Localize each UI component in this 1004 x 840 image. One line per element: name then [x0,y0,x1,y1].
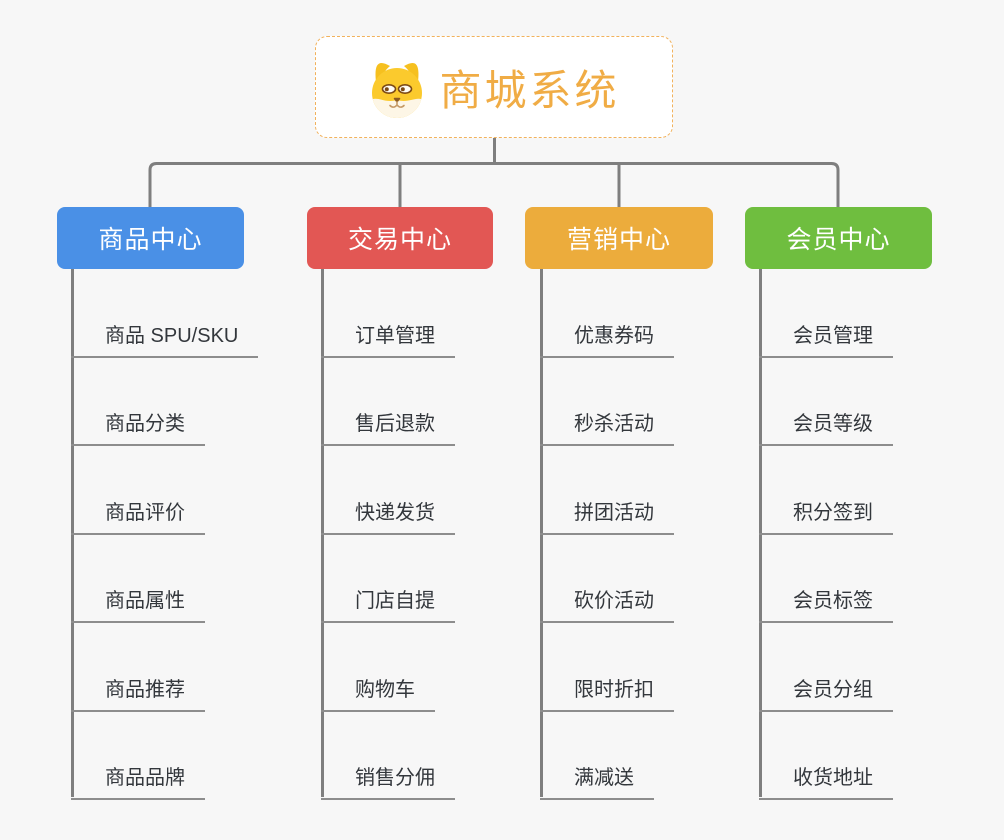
subtopic[interactable]: 会员等级 [759,411,893,446]
subtopic[interactable]: 销售分佣 [321,765,455,800]
branch-marketing-center[interactable]: 营销中心 [525,207,713,269]
subtopic[interactable]: 会员分组 [759,677,893,712]
subtopic[interactable]: 商品分类 [71,411,205,446]
branch-children-marketing-center: 优惠券码 秒杀活动 拼团活动 砍价活动 限时折扣 满减送 [540,269,674,800]
subtopic[interactable]: 满减送 [540,765,654,800]
branch-label: 营销中心 [566,226,671,254]
subtopic[interactable]: 售后退款 [321,411,455,446]
subtopic[interactable]: 商品评价 [71,500,205,535]
subtopic[interactable]: 积分签到 [759,500,893,535]
subtopic[interactable]: 会员管理 [759,323,893,358]
subtopic[interactable]: 秒杀活动 [540,411,674,446]
branch-children-member-center: 会员管理 会员等级 积分签到 会员标签 会员分组 收货地址 [759,269,893,800]
subtopic[interactable]: 商品属性 [71,588,205,623]
subtopic[interactable]: 收货地址 [759,765,893,800]
branch-member-center[interactable]: 会员中心 [745,207,932,269]
subtopic[interactable]: 商品 SPU/SKU [71,323,259,358]
subtopic[interactable]: 拼团活动 [540,500,674,535]
branch-children-trade-center: 订单管理 售后退款 快递发货 门店自提 购物车 销售分佣 [321,269,455,800]
root-topic-label: 商城系统 [439,66,620,114]
branch-label: 商品中心 [98,226,203,254]
branch-trade-center[interactable]: 交易中心 [307,207,493,269]
branch-label: 会员中心 [786,226,891,254]
subtopic[interactable]: 门店自提 [321,588,455,623]
root-topic[interactable]: 商城系统 [315,36,673,138]
subtopic[interactable]: 商品推荐 [71,677,205,712]
branch-children-product-center: 商品 SPU/SKU 商品分类 商品评价 商品属性 商品推荐 商品品牌 [71,269,259,800]
shiba-dog-icon [372,62,423,118]
subtopic[interactable]: 会员标签 [759,588,893,623]
subtopic[interactable]: 购物车 [321,677,435,712]
subtopic[interactable]: 砍价活动 [540,588,674,623]
subtopic[interactable]: 限时折扣 [540,677,674,712]
subtopic[interactable]: 优惠券码 [540,323,674,358]
branch-product-center[interactable]: 商品中心 [57,207,244,269]
branch-label: 交易中心 [347,226,452,254]
subtopic[interactable]: 订单管理 [321,323,455,358]
subtopic[interactable]: 快递发货 [321,500,455,535]
subtopic[interactable]: 商品品牌 [71,765,205,800]
